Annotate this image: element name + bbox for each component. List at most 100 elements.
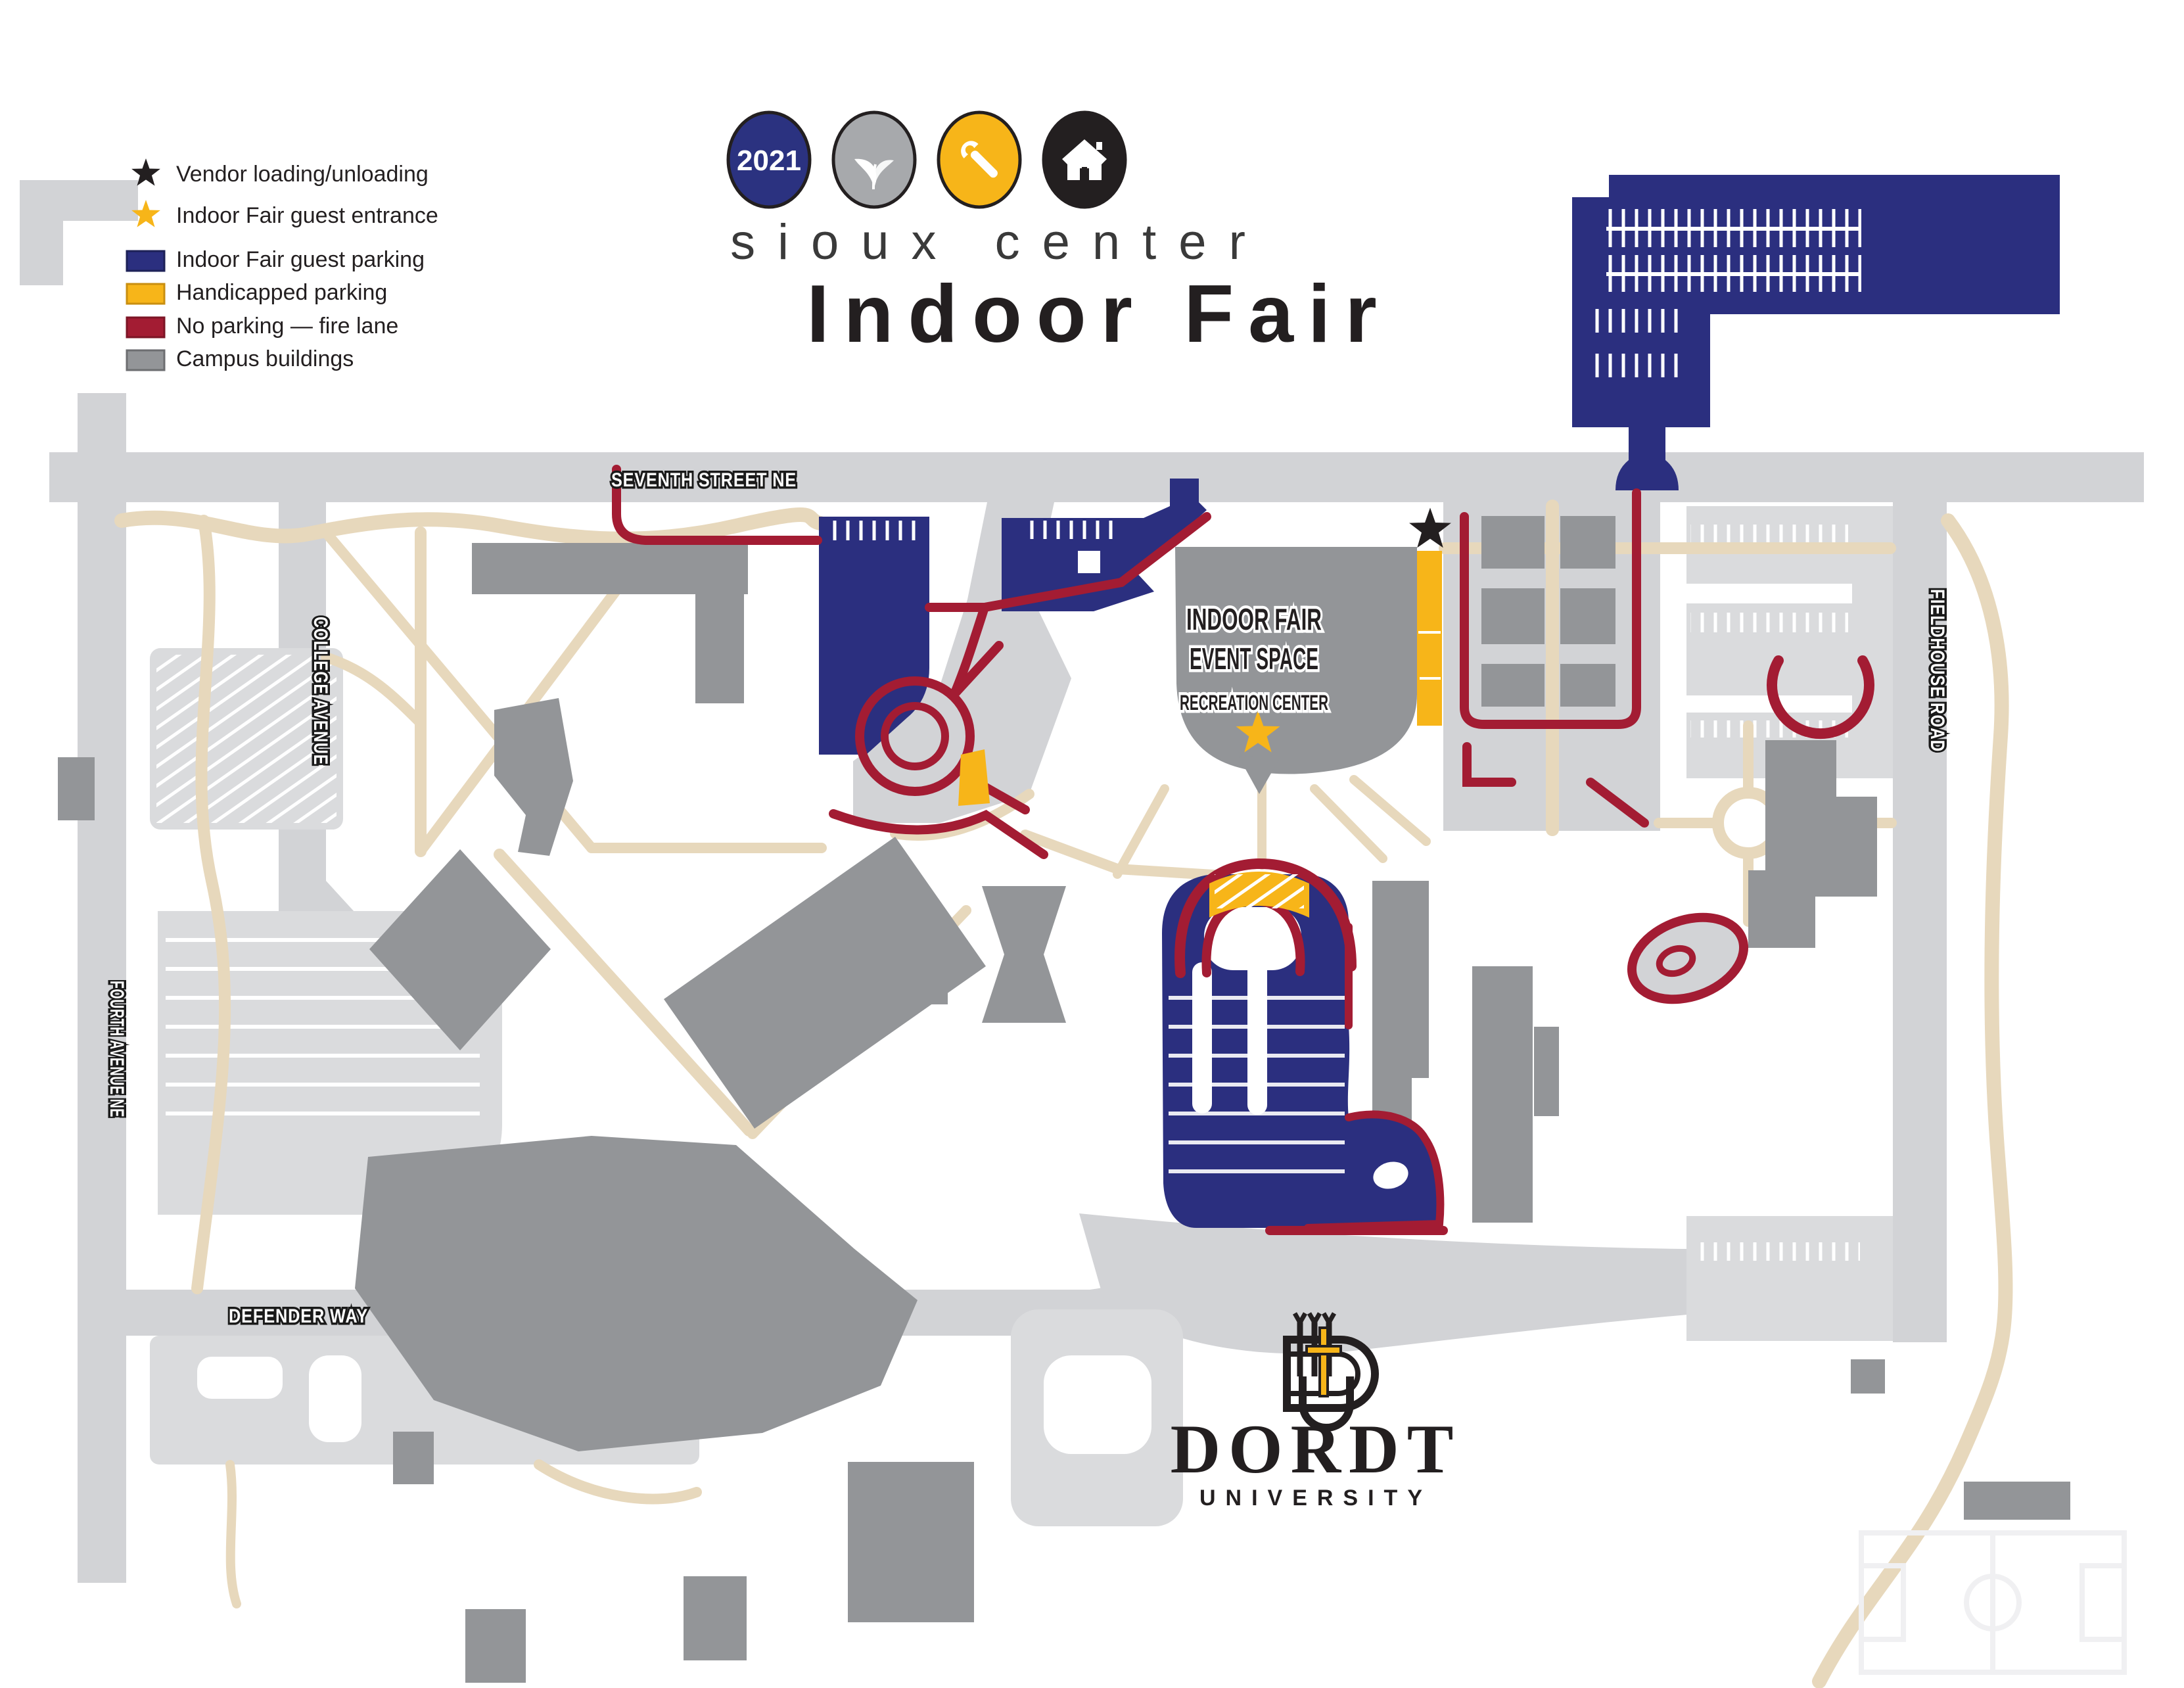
title-subtitle: sioux center bbox=[730, 214, 1268, 270]
lot-gap-1 bbox=[1686, 584, 1852, 603]
building-island bbox=[1481, 516, 1545, 569]
label-college-avenue: COLLEGE AVENUE bbox=[310, 617, 331, 765]
legend-fire-lane-swatch bbox=[126, 316, 166, 339]
blue-lot-center-east bbox=[1002, 479, 1207, 611]
fire-lane-island-u bbox=[1460, 488, 1641, 729]
handicapped-strip-event bbox=[1417, 551, 1442, 726]
soccer-field bbox=[1859, 1530, 2127, 1675]
wrench-icon bbox=[961, 141, 998, 178]
blue-lot-stripes bbox=[825, 209, 1861, 1183]
drive-red-oval-interior bbox=[1631, 917, 1744, 1000]
building-small-college bbox=[494, 698, 573, 856]
fire-lane bbox=[1462, 742, 1516, 787]
walkway bbox=[1310, 784, 1387, 863]
logo-name: DORDT bbox=[1171, 1411, 1462, 1488]
lot-northwest-stripes bbox=[156, 655, 337, 823]
building-chapel bbox=[369, 849, 551, 1050]
building-event-pointer bbox=[1238, 756, 1280, 794]
fire-lane bbox=[950, 641, 1004, 699]
walkway bbox=[534, 1459, 702, 1505]
building-small bbox=[465, 1609, 526, 1683]
label-seventh-street: SEVENTH STREET NE bbox=[611, 469, 797, 491]
building-north-hall-wing bbox=[695, 594, 744, 703]
blue-lot-notch bbox=[1078, 551, 1100, 573]
building-small bbox=[1851, 1359, 1885, 1394]
walkway bbox=[1349, 775, 1431, 846]
handicapped-wedge-teardrop bbox=[958, 749, 990, 806]
fire-lane bbox=[1586, 778, 1649, 828]
place-labels: INDOOR FAIR EVENT SPACE RECREATION CENTE… bbox=[1177, 599, 1332, 718]
walkway bbox=[321, 652, 426, 728]
lot-commons-island bbox=[1044, 1355, 1151, 1454]
building-north-hall bbox=[472, 543, 748, 594]
fire-lanes-layer bbox=[612, 465, 1874, 1235]
drive-south-apron bbox=[1079, 1213, 1893, 1354]
fire-lane-culdesac bbox=[1767, 655, 1874, 739]
building-southeast-b bbox=[1534, 1027, 1559, 1116]
label-defender-way: DEFENDER WAY bbox=[229, 1305, 368, 1327]
walkway bbox=[114, 507, 827, 546]
legend-label-entrance: Indoor Fair guest entrance bbox=[176, 203, 438, 228]
leaf-icon bbox=[854, 158, 894, 190]
building-hourglass bbox=[982, 886, 1066, 1023]
label-event-space: EVENT SPACE bbox=[1190, 642, 1318, 676]
building-east-s bbox=[1748, 740, 1877, 948]
blue-lot-south-loop-hole bbox=[1204, 907, 1301, 970]
lot-island-1 bbox=[197, 1357, 283, 1399]
legend-label-guest-parking: Indoor Fair guest parking bbox=[176, 247, 425, 272]
legend-label-vendor: Vendor loading/unloading bbox=[176, 162, 429, 187]
building-southwest-complex bbox=[355, 1136, 918, 1451]
building-island bbox=[1560, 516, 1615, 569]
fire-lane-south-outer bbox=[1174, 858, 1357, 978]
legend-label-fire-lane: No parking — fire lane bbox=[176, 314, 398, 339]
building-small bbox=[931, 977, 948, 1004]
dordt-logo: DORDT UNIVERSITY bbox=[1171, 1312, 1462, 1511]
building-small bbox=[58, 757, 95, 820]
building-classroom-diagonal bbox=[664, 837, 986, 1129]
building-south-tall bbox=[1372, 881, 1429, 1078]
building-small bbox=[684, 1576, 747, 1660]
label-fieldhouse-road: FIELDHOUSE ROAD bbox=[1926, 589, 1948, 752]
blue-lot-comma-hole bbox=[1373, 1161, 1408, 1189]
road-fourth-avenue bbox=[78, 393, 126, 1583]
street-labels: SEVENTH STREET NE COLLEGE AVENUE FOURTH … bbox=[104, 467, 1951, 1330]
title-heading: Indoor Fair bbox=[806, 269, 1391, 360]
label-fourth-avenue: FOURTH AVENUE NE bbox=[106, 981, 128, 1117]
legend-buildings-swatch bbox=[126, 349, 166, 371]
legend-label-buildings: Campus buildings bbox=[176, 346, 354, 371]
dordt-monogram-icon bbox=[1283, 1312, 1379, 1432]
fire-lane-teardrop-inner bbox=[881, 702, 949, 770]
lot-commons-ticks bbox=[982, 1446, 1008, 1591]
building-island bbox=[1560, 664, 1615, 707]
fire-lane bbox=[925, 512, 1211, 612]
walkway bbox=[494, 849, 755, 1137]
title-year: 2021 bbox=[737, 145, 801, 177]
building-southeast-a bbox=[1472, 966, 1533, 1223]
blue-lot-northeast-foot bbox=[1615, 427, 1679, 490]
fire-lane-comma bbox=[1304, 1110, 1445, 1232]
fire-lane-oval bbox=[1627, 912, 1749, 1004]
walkway bbox=[225, 1460, 241, 1608]
label-recreation-center: RECREATION CENTER bbox=[1180, 691, 1328, 715]
fire-lane-teardrop-outer bbox=[855, 676, 975, 796]
fire-lane bbox=[612, 465, 822, 545]
buildings-layer bbox=[58, 516, 2070, 1683]
building-island bbox=[1560, 588, 1615, 644]
label-indoor-fair: INDOOR FAIR bbox=[1186, 602, 1322, 636]
legend-guest-parking-swatch bbox=[126, 250, 166, 272]
building-island bbox=[1481, 664, 1545, 707]
road-fieldhouse-road bbox=[1893, 502, 1947, 1342]
handicapped-layer bbox=[958, 551, 1442, 918]
building-small bbox=[393, 1432, 434, 1484]
home-icon bbox=[1062, 139, 1107, 180]
building-bottom-center bbox=[848, 1462, 974, 1622]
logo-subtitle: UNIVERSITY bbox=[1199, 1486, 1432, 1511]
road-seventh-street bbox=[49, 452, 2144, 502]
walkway bbox=[1113, 784, 1169, 879]
legend: Vendor loading/unloading Indoor Fair gue… bbox=[126, 158, 438, 371]
blue-lot-center-west bbox=[819, 517, 929, 755]
road-top-left-stub bbox=[20, 180, 138, 285]
building-event-space bbox=[1175, 547, 1417, 774]
